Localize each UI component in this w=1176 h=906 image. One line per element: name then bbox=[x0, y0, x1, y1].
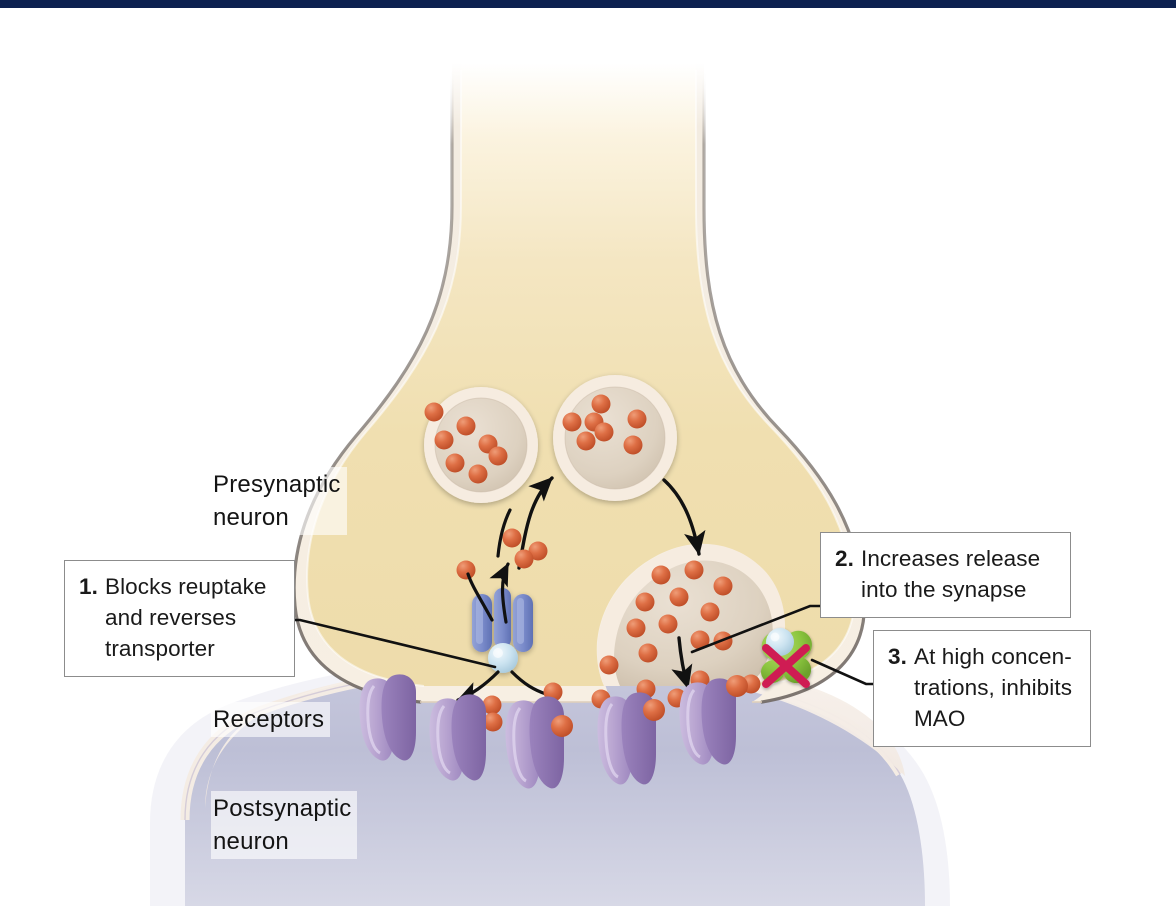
callout-1-text: Blocks reuptake and reverses transporter bbox=[104, 574, 267, 661]
callout-3-number: 3. bbox=[888, 644, 907, 669]
mao-inhibition-cross bbox=[762, 644, 810, 688]
label-postsynaptic-neuron: Postsynaptic neuron bbox=[211, 791, 358, 859]
cytoplasmic-neurotransmitters bbox=[456, 528, 548, 580]
leader-line-2 bbox=[690, 604, 822, 654]
receptor-group bbox=[359, 674, 748, 789]
callout-3-text: At high concen- trations, inhibits MAO bbox=[913, 644, 1073, 731]
receptor bbox=[597, 692, 665, 785]
label-presynaptic-neuron: Presynaptic neuron bbox=[211, 467, 347, 535]
presynaptic-neuron bbox=[292, 63, 866, 704]
bound-neurotransmitter bbox=[551, 715, 573, 737]
release-arrow bbox=[671, 636, 693, 690]
receptor bbox=[359, 674, 416, 761]
label-receptors: Receptors bbox=[211, 702, 331, 737]
reverse-transport-arrows bbox=[466, 508, 512, 624]
vesicle-left-contents bbox=[424, 402, 508, 484]
callout-box-2: 2. Increases release into the synapse bbox=[820, 532, 1071, 618]
mao-enzyme bbox=[761, 628, 812, 688]
callout-1-number: 1. bbox=[79, 574, 98, 599]
leader-line-1 bbox=[293, 618, 497, 669]
callout-2-number: 2. bbox=[835, 546, 854, 571]
receptor bbox=[505, 696, 573, 789]
bound-neurotransmitter bbox=[726, 675, 748, 697]
vesicle-center-contents bbox=[562, 394, 647, 455]
leader-lines bbox=[293, 604, 875, 686]
reuptake-transporter bbox=[472, 588, 533, 673]
callout-box-3: 3. At high concen- trations, inhibits MA… bbox=[873, 630, 1091, 747]
callout-box-1: 1. Blocks reuptake and reverses transpor… bbox=[64, 560, 295, 677]
synapse-illustration bbox=[150, 63, 950, 906]
vesicle-center bbox=[553, 375, 677, 501]
diagram-stage: Presynaptic neuron Receptors Postsynapti… bbox=[0, 8, 1176, 906]
receptor bbox=[679, 675, 748, 765]
callout-2-text: Increases release into the synapse bbox=[860, 546, 1041, 602]
top-accent-bar bbox=[0, 0, 1176, 8]
bound-neurotransmitter bbox=[643, 699, 665, 721]
leader-line-3 bbox=[810, 658, 875, 686]
receptor bbox=[429, 694, 486, 781]
vesicle-fusing-contents bbox=[626, 560, 733, 663]
